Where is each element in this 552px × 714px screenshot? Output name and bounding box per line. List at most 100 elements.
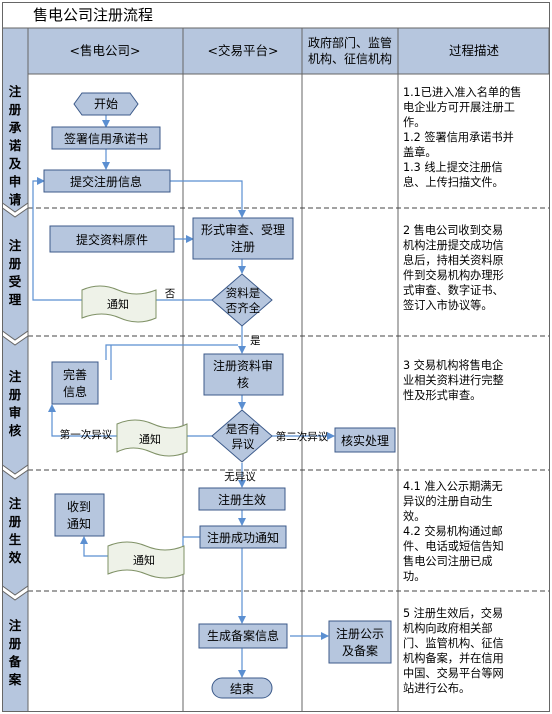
- header-col2: <交易平台>: [208, 43, 279, 58]
- description-line: 机构备案，并在信用: [403, 651, 504, 665]
- header-col3-line1: 政府部门、监管: [308, 35, 392, 50]
- stage-label-char: 注: [9, 238, 22, 253]
- stage-label-char: 册: [9, 387, 22, 402]
- verify-processing-box: [334, 427, 396, 453]
- description-line: 作。: [403, 116, 425, 129]
- stage-label-char: 核: [9, 423, 22, 438]
- effective-box: [198, 487, 286, 511]
- submit-info-label: 提交注册信息: [70, 174, 142, 189]
- description-line: 4.2 交易机构通过邮: [403, 524, 503, 538]
- start-label: 开始: [94, 97, 118, 111]
- description-line: 效。: [403, 509, 425, 523]
- description-line: 1.3 线上提交注册信: [403, 160, 503, 174]
- description-line: 盖章。: [403, 145, 437, 159]
- stage-label-char: 注: [9, 369, 22, 384]
- objection-decision: [211, 409, 273, 463]
- notice-document-1: [81, 285, 157, 323]
- description-line: 件、电话或短信告知: [403, 539, 504, 553]
- stage-label-char: 受: [9, 274, 22, 289]
- success-notice-label: 注册成功通知: [207, 530, 279, 545]
- improve-info-box: [51, 361, 99, 405]
- description-line: 机构向政府相关部: [403, 621, 493, 635]
- notice-1-label: 通知: [107, 297, 129, 311]
- improve-info-line2: 信息: [63, 384, 87, 399]
- description-line: 门、监管机构、征信: [403, 636, 504, 650]
- stage-label-char: 承: [9, 120, 22, 135]
- end-label: 结束: [230, 682, 254, 696]
- description-line: 1.2 签署信用承诺书并: [403, 130, 514, 144]
- publish-record-box: [328, 620, 392, 664]
- submit-info-box: [43, 169, 171, 193]
- description-line: 签订入市协议等。: [403, 298, 493, 312]
- registration-review-line1: 注册资料审: [213, 358, 273, 373]
- improve-info-line1: 完善: [63, 367, 87, 382]
- objection-decision-line1: 是否有: [226, 422, 261, 436]
- description-line: 3 交易机构将售电企: [403, 358, 503, 372]
- description-line: 件到交易机构办理形: [403, 268, 504, 282]
- notice-2-label: 通知: [139, 432, 161, 446]
- description-line: 电企业方可开展注册工: [403, 100, 515, 114]
- arrow-submit-review: [170, 180, 246, 218]
- stage-label-char: 案: [8, 672, 22, 687]
- formal-review-line1: 形式审查、受理: [201, 222, 285, 237]
- description-line: 1.1已进入准入名单的售: [403, 85, 521, 99]
- notice-document-3: [107, 541, 185, 579]
- description-line: 4.1 准入公示期满无: [403, 480, 503, 493]
- stage-label-char: 及: [9, 156, 22, 171]
- sign-commitment-label: 签署信用承诺书: [64, 131, 148, 146]
- effective-label: 注册生效: [218, 492, 266, 507]
- record-info-label: 生成备案信息: [207, 628, 279, 643]
- stage-label-char: 册: [9, 256, 22, 271]
- submit-docs-label: 提交资料原件: [76, 232, 148, 247]
- stage-label-char: 请: [9, 192, 22, 207]
- description-line: 功。: [403, 570, 425, 583]
- stage-label-char: 册: [9, 514, 22, 529]
- publish-record-line1: 注册公示: [336, 626, 384, 641]
- notice-3-label: 通知: [133, 553, 155, 567]
- description-line: 式审查、数字证书、: [403, 283, 504, 297]
- diagram-title: 售电公司注册流程: [33, 6, 153, 24]
- edge-label-yes: 是: [250, 335, 261, 347]
- notice-document-2: [116, 419, 188, 457]
- stage-label-char: 册: [9, 102, 22, 117]
- stage-label-char: 备: [8, 654, 22, 669]
- header-col4: 过程描述: [449, 43, 500, 58]
- objection-decision-line2: 异议: [232, 437, 255, 451]
- complete-decision-line1: 资料是: [226, 286, 261, 300]
- stage-label-char: 册: [9, 636, 22, 651]
- edge-label-no-objection: 无异议: [224, 471, 256, 483]
- stage-label-char: 注: [9, 618, 22, 633]
- description-line: 业相关资料进行完整: [403, 373, 504, 387]
- verify-processing-label: 核实处理: [341, 433, 389, 448]
- edge-label-first-objection: 第一次异议: [60, 428, 113, 441]
- header-col1: <售电公司>: [70, 43, 141, 58]
- description-line: 5 注册生效后，交易: [403, 606, 503, 620]
- stage-label-char: 申: [9, 174, 22, 189]
- stage-label-char: 效: [9, 550, 22, 565]
- header-col3-line2: 机构、征信机构: [308, 51, 392, 66]
- arrow-improve-resubmit: [105, 344, 238, 360]
- complete-decision-line2: 否齐全: [226, 301, 261, 315]
- description-line: 售电公司注册已成: [403, 554, 493, 568]
- stage-label-char: 审: [9, 405, 22, 420]
- stage-label-char: 生: [9, 532, 22, 547]
- stage-label-char: 理: [9, 292, 22, 307]
- complete-decision: [211, 273, 273, 327]
- description-line: 息后，持相关资料原: [403, 253, 504, 267]
- success-notice-box: [199, 525, 287, 549]
- description-line: 性及形式审查。: [403, 388, 481, 402]
- formal-review-line2: 注册: [231, 239, 255, 254]
- publish-record-line2: 及备案: [342, 643, 378, 658]
- formal-review-box: [192, 217, 294, 260]
- description-line: 2 售电公司收到交易: [403, 223, 503, 237]
- registration-review-line2: 核: [237, 376, 249, 390]
- description-line: 机构注册提交成功信: [403, 238, 504, 252]
- registration-review-box: [203, 353, 284, 396]
- receive-notice-line1: 收到: [67, 500, 91, 514]
- description-line: 站进行公布。: [403, 681, 470, 695]
- edge-label-second-objection: 第二次异议: [276, 430, 329, 443]
- edge-label-no: 否: [165, 288, 176, 300]
- sign-commitment-box: [51, 126, 161, 150]
- receive-notice-line2: 通知: [67, 517, 91, 531]
- stage-label-char: 注: [9, 84, 22, 99]
